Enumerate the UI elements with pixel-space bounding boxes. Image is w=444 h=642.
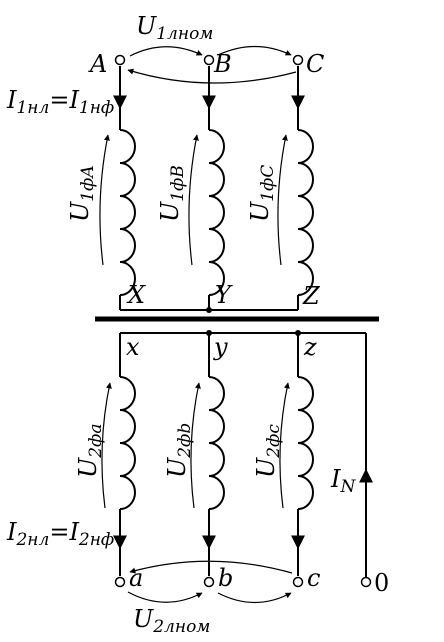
- terminal-label-C: C: [306, 50, 324, 78]
- coil-A: [119, 129, 136, 296]
- neutral-current-label: IN: [330, 465, 356, 497]
- primary-line-voltage-arrow-ab: [129, 46, 203, 57]
- terminal-c: [292, 576, 304, 588]
- end-label-X: X: [126, 281, 146, 309]
- terminal-label-A: A: [88, 50, 107, 78]
- terminal-B: [203, 54, 215, 66]
- coil-c: [297, 376, 314, 510]
- phase-voltage-label-c: U2фc: [252, 424, 284, 478]
- secondary-line-voltage-arrow-bc: [217, 592, 292, 603]
- phase-voltage-arrow-A: [99, 134, 110, 266]
- primary-phase-a: U1фA: [66, 66, 136, 310]
- phase-voltage-arrow-c: [279, 382, 290, 509]
- terminal-label-b: b: [218, 564, 233, 592]
- terminal-A: [114, 54, 126, 66]
- phase-voltage-arrow-B: [188, 134, 199, 266]
- coil-a: [119, 376, 136, 510]
- secondary-winding-group: x y z U2фa U2фb: [6, 330, 389, 637]
- primary-current-label: I1нл=I1нф: [6, 86, 114, 118]
- secondary-line-voltage-label: U2лном: [133, 605, 210, 637]
- primary-line-voltage-label: U1лном: [136, 12, 213, 44]
- phase-voltage-label-B: U1фB: [156, 165, 188, 222]
- terminal-b: [203, 576, 215, 588]
- terminal-label-a: a: [129, 564, 143, 592]
- phase-voltage-arrow-b: [190, 382, 201, 509]
- phase-voltage-label-b: U2фb: [163, 423, 195, 478]
- secondary-phase-c: U2фc: [252, 333, 314, 576]
- coil-b: [208, 376, 225, 510]
- end-label-y: y: [213, 333, 228, 361]
- primary-line-voltage-arrow-ca: [127, 68, 297, 84]
- terminal-0: [360, 576, 372, 588]
- phase-voltage-arrow-a: [101, 382, 112, 509]
- primary-star-point: [206, 307, 212, 313]
- secondary-line-voltage-arrow-ca: [129, 560, 293, 574]
- phase-voltage-arrow-C: [277, 134, 288, 266]
- coil-B: [208, 129, 225, 296]
- phase-voltage-label-A: U1фA: [66, 165, 98, 222]
- end-label-Z: Z: [302, 282, 321, 310]
- end-label-Y: Y: [215, 281, 233, 309]
- terminal-label-0: 0: [374, 569, 389, 597]
- terminal-C: [292, 54, 304, 66]
- phase-voltage-label-a: U2фa: [74, 424, 106, 479]
- terminal-a: [114, 576, 126, 588]
- end-label-z: z: [303, 333, 317, 361]
- coil-C: [297, 129, 314, 296]
- terminal-label-B: B: [213, 50, 232, 78]
- secondary-line-voltage-arrow-ab: [127, 591, 203, 603]
- primary-phase-c: U1фC: [246, 66, 314, 310]
- primary-line-voltage-arrow-bc: [217, 46, 292, 56]
- secondary-current-label: I2нл=I2нф: [6, 518, 114, 550]
- secondary-phase-a: U2фa: [74, 333, 136, 576]
- terminal-label-c: c: [307, 564, 320, 592]
- phase-voltage-label-C: U1фC: [246, 165, 278, 222]
- end-label-x: x: [126, 333, 140, 361]
- primary-phase-b: U1фB: [156, 66, 225, 310]
- secondary-phase-b: U2фb: [163, 333, 225, 576]
- primary-winding-group: U1лном A B C I1нл=I1нф U1фA: [6, 12, 324, 313]
